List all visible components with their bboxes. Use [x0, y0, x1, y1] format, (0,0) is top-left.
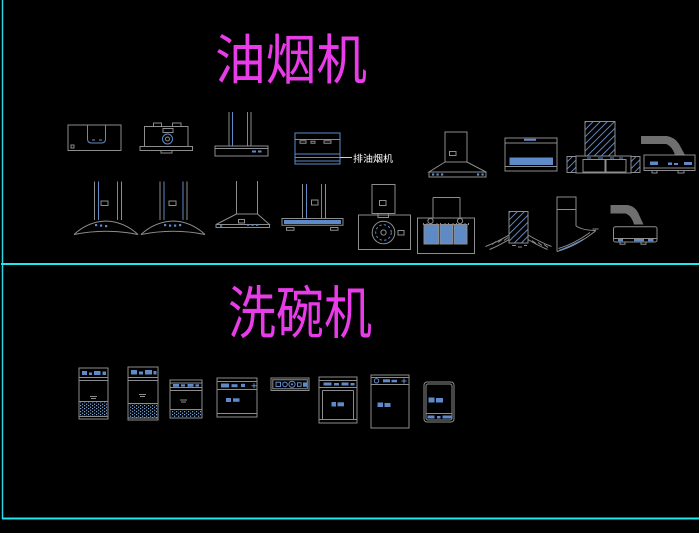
- hood-u-inset-front[interactable]: [68, 125, 121, 151]
- dishwasher-front-b[interactable]: [371, 375, 409, 428]
- dishwasher-rounded[interactable]: [424, 382, 454, 422]
- hood-curved-a[interactable]: [74, 182, 138, 235]
- hood-triple-filter[interactable]: [418, 198, 475, 254]
- hood-side-duct-b[interactable]: [610, 205, 658, 244]
- hood-hatched-island[interactable]: [567, 122, 640, 174]
- dishwasher-wide[interactable]: [217, 378, 257, 417]
- hood-pyramid-b[interactable]: [216, 181, 270, 228]
- dishwasher-control-strip[interactable]: [271, 378, 309, 391]
- dishwasher-tall-a[interactable]: [79, 368, 108, 419]
- hood-side-duct-a[interactable]: [641, 136, 695, 173]
- dishwasher-front-a[interactable]: [319, 377, 357, 423]
- leader-label: 排油烟机: [353, 153, 394, 165]
- hood-round-control[interactable]: [359, 185, 411, 250]
- hood-slim-chimney[interactable]: [215, 112, 268, 156]
- hood-angled-hatched[interactable]: [486, 212, 552, 250]
- section-title-range-hoods: 油烟机: [215, 29, 367, 92]
- hood-curved-b[interactable]: [141, 182, 205, 235]
- dishwasher-compact-a[interactable]: [170, 380, 202, 418]
- hood-louver-front[interactable]: 排油烟机: [295, 133, 394, 165]
- hood-fan-front[interactable]: [140, 123, 193, 153]
- hood-t-shape[interactable]: [282, 184, 343, 230]
- hood-curved-side[interactable]: [557, 197, 599, 252]
- dishwasher-tall-b[interactable]: [128, 367, 158, 420]
- section-title-dishwashers: 洗碗机: [228, 281, 372, 347]
- hood-pyramid-a[interactable]: [429, 132, 486, 177]
- hood-glass-front[interactable]: [505, 138, 557, 171]
